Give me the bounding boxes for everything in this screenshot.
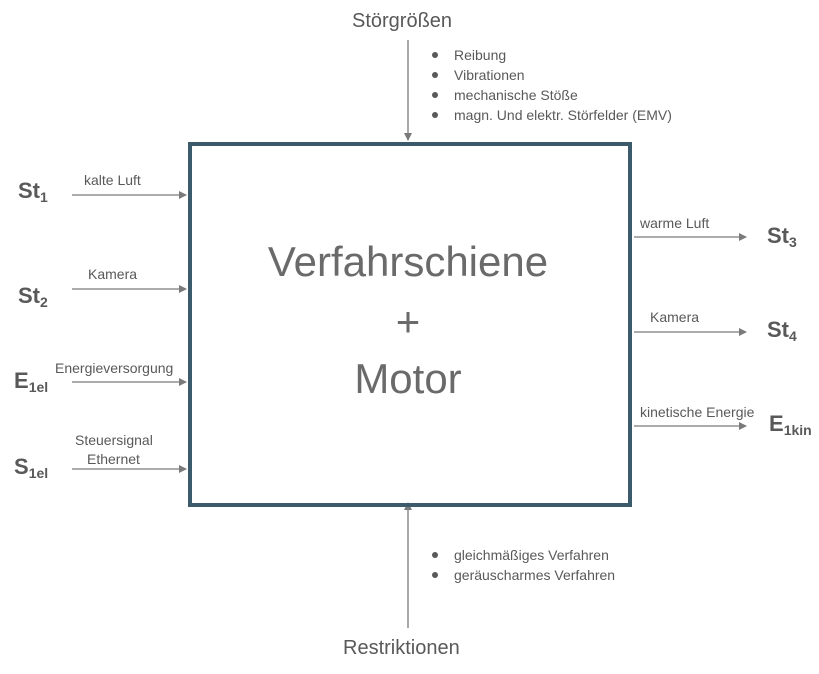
input-st1-label: kalte Luft <box>84 172 141 188</box>
system-title-line2: Motor <box>354 355 462 402</box>
output-st4-label: Kamera <box>650 309 700 325</box>
stoergroessen-list: Reibung Vibrationen mechanische Stöße ma… <box>430 45 672 125</box>
list-item: geräuscharmes Verfahren <box>430 565 615 585</box>
list-item: Reibung <box>430 45 672 65</box>
output-st3-label: warme Luft <box>640 215 710 231</box>
input-s1el-symbol: S1el <box>14 454 49 481</box>
stoergroessen-title: Störgrößen <box>352 10 453 32</box>
system-title-line1: Verfahrschiene <box>267 238 549 285</box>
input-s1el-label2: Ethernet <box>87 451 140 467</box>
list-item: mechanische Stöße <box>430 85 672 105</box>
system-box <box>188 142 632 507</box>
input-st2-symbol: St2 <box>18 283 48 310</box>
input-e1el-symbol: E1el <box>14 368 49 395</box>
input-st2-label: Kamera <box>88 266 138 282</box>
list-item: gleichmäßiges Verfahren <box>430 545 615 565</box>
restriktionen-list: gleichmäßiges Verfahren geräuscharmes Ve… <box>430 545 615 585</box>
output-st4-symbol: St4 <box>767 317 797 344</box>
output-e1kin-label: kinetische Energie <box>640 404 755 420</box>
input-e1el-label: Energieversorgung <box>55 360 174 376</box>
system-title-plus: + <box>395 298 421 345</box>
list-item: magn. Und elektr. Störfelder (EMV) <box>430 105 672 125</box>
output-st3-symbol: St3 <box>767 223 797 250</box>
output-e1kin-symbol: E1kin <box>769 411 812 438</box>
input-s1el-label: Steuersignal <box>75 432 153 448</box>
input-st1-symbol: St1 <box>18 178 48 205</box>
list-item: Vibrationen <box>430 65 672 85</box>
restriktionen-title: Restriktionen <box>343 637 460 659</box>
